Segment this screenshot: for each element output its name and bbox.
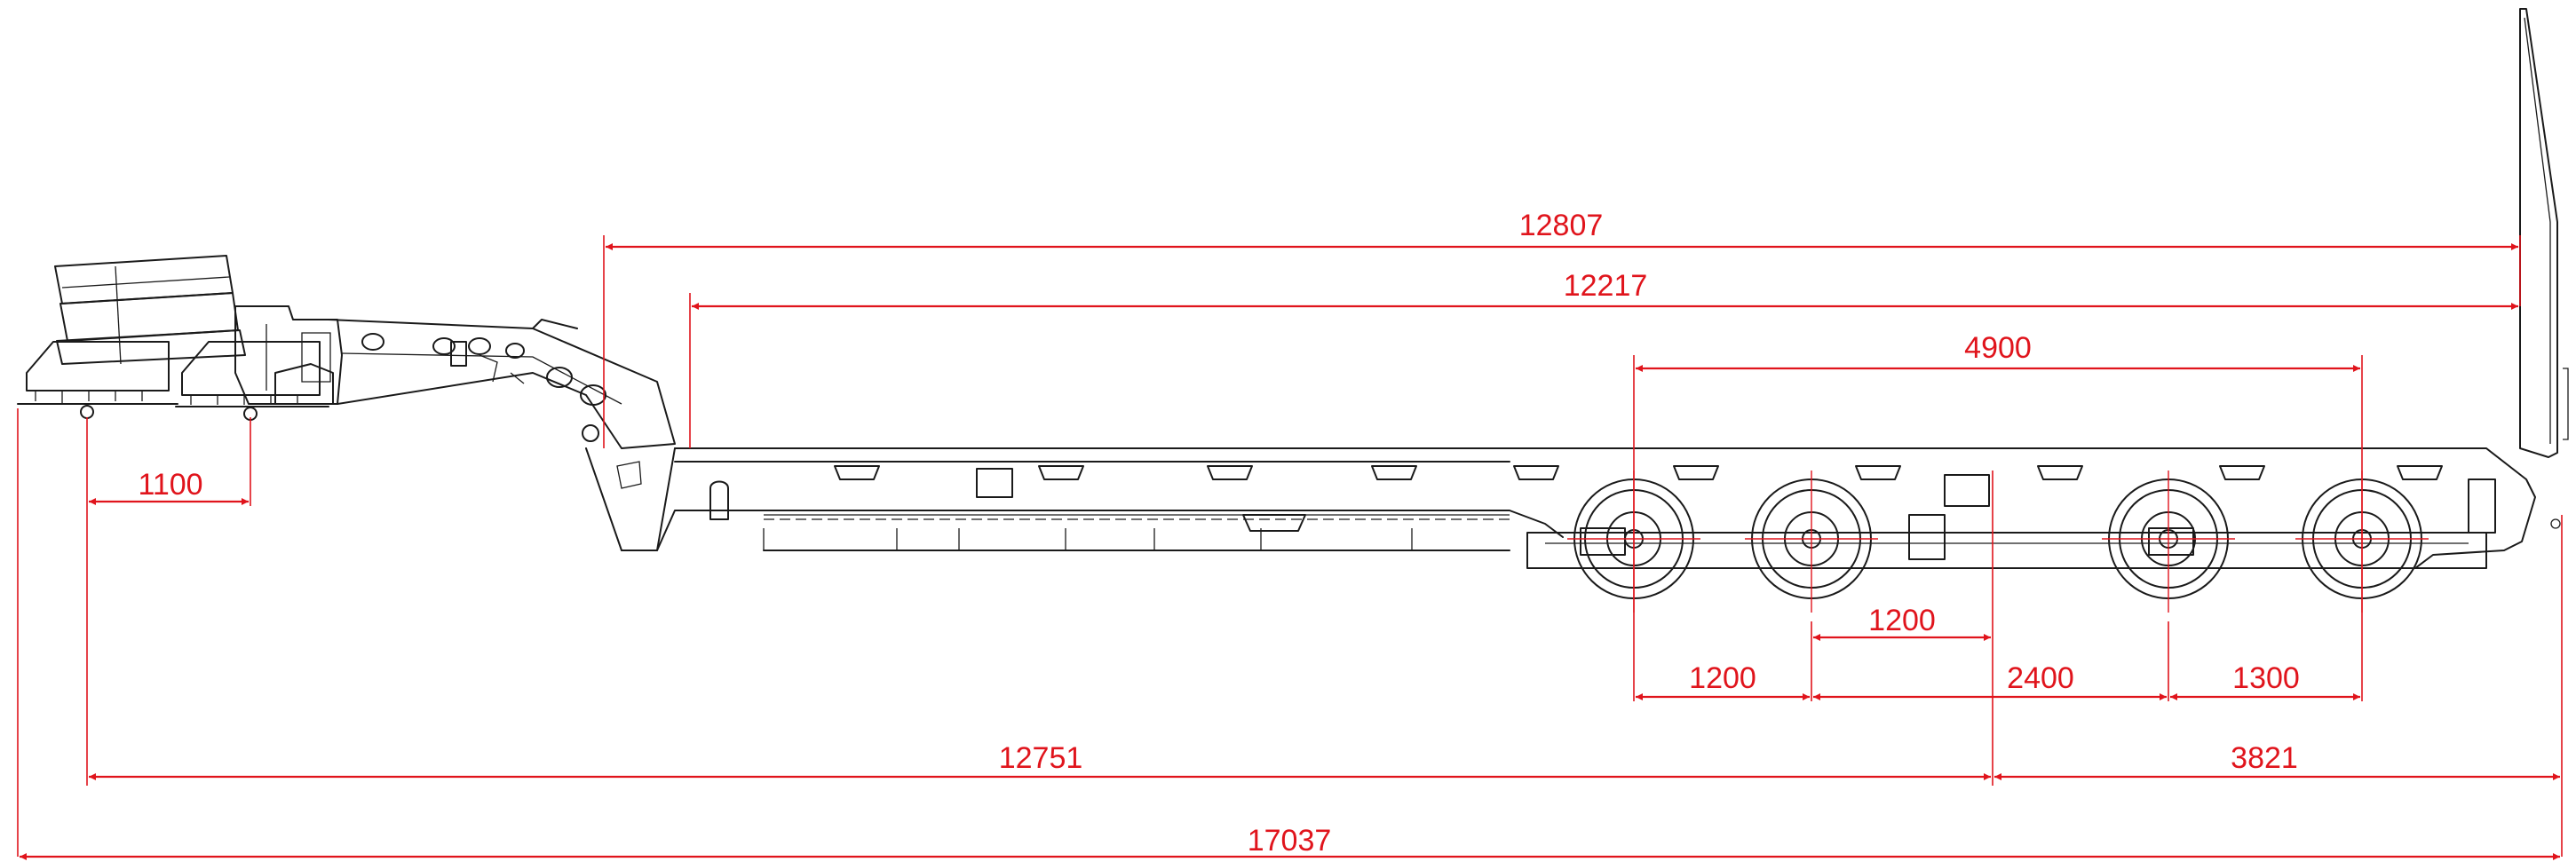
dimension-1200-lower: 1200 [1636,661,1810,700]
dimension-12751: 12751 [89,741,1991,780]
running-gear [1526,471,2487,613]
dimension-label-12217: 12217 [1564,269,1648,303]
main-deck [621,8,2569,569]
dimension-label-12807: 12807 [1519,209,1604,242]
dimensions: 12807 12217 4900 1100 1200 1200 [17,209,2563,860]
dimension-label-1200-upper: 1200 [1868,604,1936,637]
dimension-label-1200-lower: 1200 [1689,661,1756,695]
dimension-3821: 3821 [1994,741,2560,780]
dimension-1200-upper: 1200 [1813,604,1991,641]
dimension-17037: 17037 [20,824,2560,860]
dimension-label-2400: 2400 [2007,661,2074,695]
dimension-label-4900: 4900 [1964,331,2032,365]
dimension-1300: 1300 [2170,661,2360,700]
dimension-label-1100: 1100 [138,468,202,502]
dimension-4900: 4900 [1636,331,2360,372]
dimension-label-12751: 12751 [999,741,1083,775]
dimension-12217: 12217 [692,269,2518,310]
dimension-1100: 1100 [89,468,249,505]
dimension-2400: 2400 [1813,661,2167,700]
gooseneck [17,255,676,551]
dimension-label-3821: 3821 [2231,741,2298,775]
deck-pockets [834,465,2443,480]
dimension-12807: 12807 [606,209,2518,250]
dimension-label-1300: 1300 [2232,661,2300,695]
dimension-label-17037: 17037 [1248,824,1332,858]
